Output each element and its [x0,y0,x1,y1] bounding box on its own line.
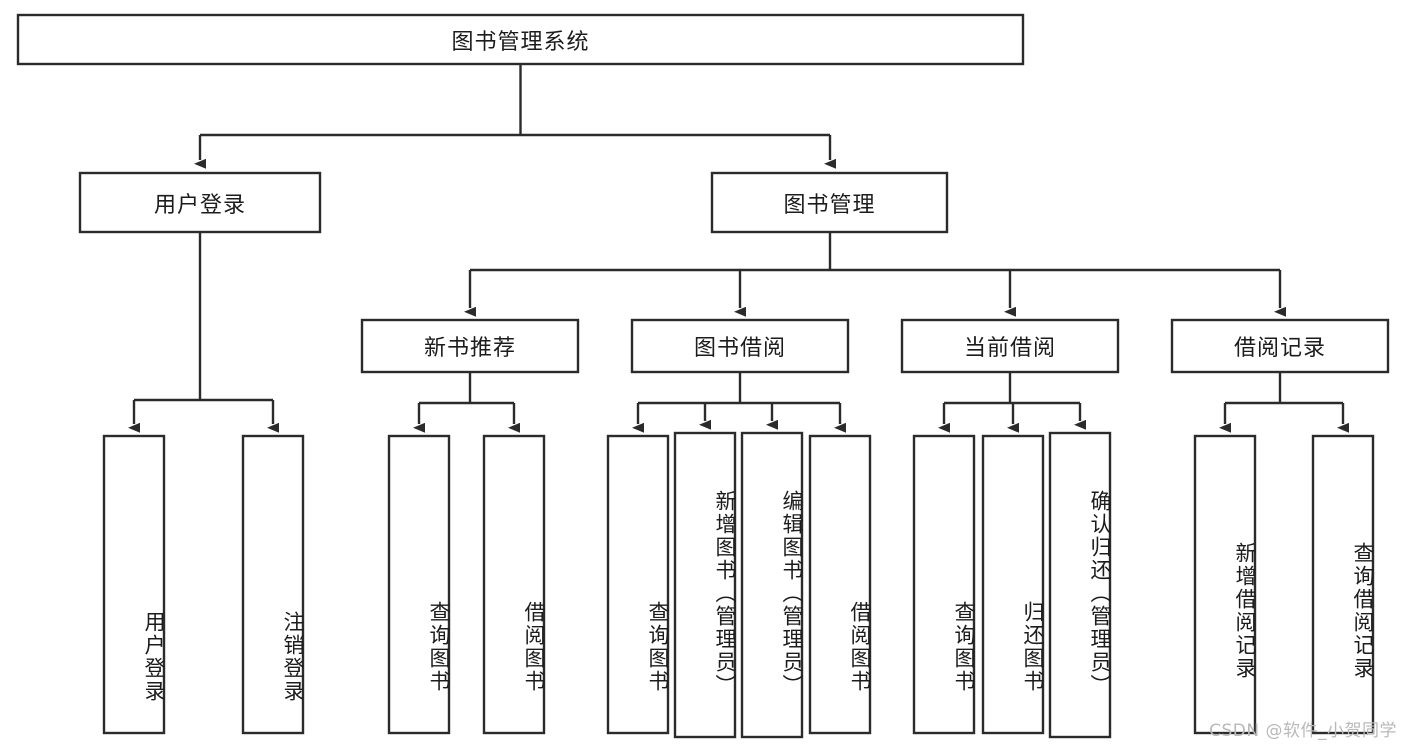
node-box-new-book-recommend[interactable] [360,318,580,374]
node-box-borrow-records[interactable] [1170,318,1390,374]
node-box-book-borrow[interactable] [630,318,850,374]
connector-root-to-level1 [194,64,836,169]
node-box-current-query-book[interactable] [912,434,976,735]
connector-user-login-to-children [128,232,279,433]
node-box-borrow-edit-book-admin[interactable] [740,431,804,739]
node-box-recommend-borrow-book[interactable] [482,434,546,735]
connector-book-borrow-to-children [632,372,846,433]
node-box-current-borrow[interactable] [900,318,1120,374]
node-box-recommend-query-book[interactable] [387,434,451,735]
csdn-watermark: CSDN @软件_小贺同学 [1209,721,1397,741]
node-box-current-return-book[interactable] [981,434,1045,735]
node-box-records-query[interactable] [1311,434,1375,735]
node-box-user-logout[interactable] [241,434,305,735]
node-box-borrow-add-book-admin[interactable] [673,431,737,739]
node-box-records-add[interactable] [1193,434,1257,735]
node-box-borrow-query-book[interactable] [606,434,670,735]
node-box-user-login[interactable] [78,171,322,234]
node-box-user-login-do[interactable] [102,434,166,735]
connector-book-management-to-level2 [464,232,1286,317]
connector-borrow-records-to-children [1219,372,1349,433]
node-box-borrow-borrow-book[interactable] [808,434,872,735]
node-box-root[interactable] [16,13,1025,66]
connector-current-borrow-to-children [938,372,1086,433]
connector-new-book-recommend-to-children [413,372,520,433]
node-box-current-confirm-return-admin[interactable] [1048,431,1112,739]
node-box-book-management[interactable] [710,171,949,234]
